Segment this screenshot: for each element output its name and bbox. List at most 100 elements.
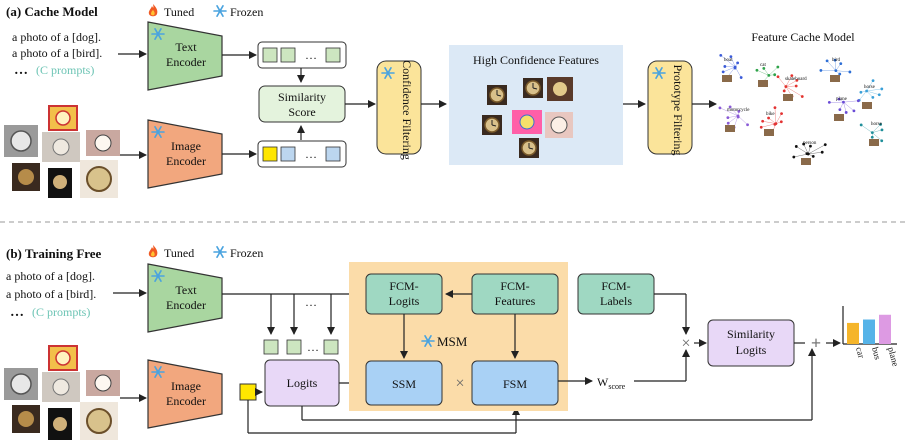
image-feature-cell bbox=[239, 383, 257, 401]
cluster-point bbox=[761, 119, 765, 123]
prototype-filtering-box bbox=[647, 60, 693, 155]
cluster-thumbnail bbox=[725, 125, 735, 132]
high-confidence-features-title: High Confidence Features bbox=[473, 53, 599, 67]
feature-cache-scatter: boatcatbirdskateboardhorseplanemotorcycl… bbox=[718, 53, 884, 165]
cluster-point bbox=[718, 106, 722, 110]
cluster-edge bbox=[858, 90, 867, 101]
cluster-point bbox=[746, 123, 749, 127]
cluster-point bbox=[800, 95, 804, 98]
fsm-box bbox=[471, 360, 559, 406]
cluster-edge bbox=[719, 107, 739, 117]
cluster-edge bbox=[826, 60, 837, 71]
cluster-point bbox=[838, 72, 842, 76]
cluster-point bbox=[790, 74, 794, 78]
cluster-point bbox=[736, 61, 740, 65]
cluster-label: horse bbox=[871, 122, 883, 127]
legend-frozen: Frozen bbox=[230, 5, 263, 19]
cluster-point bbox=[825, 59, 829, 63]
cluster-thumbnail bbox=[801, 158, 811, 165]
cluster-point bbox=[820, 150, 824, 154]
cluster-point bbox=[776, 65, 780, 69]
cluster-edge bbox=[872, 124, 881, 133]
feature-cell bbox=[325, 47, 341, 63]
cluster-edge bbox=[843, 100, 859, 103]
cluster-thumbnail bbox=[834, 114, 844, 121]
bar-label-car: car bbox=[854, 346, 867, 359]
cluster-edge bbox=[866, 88, 882, 92]
cluster-edge bbox=[724, 66, 736, 68]
section-label-cache-model: (a) Cache Model bbox=[6, 4, 98, 19]
cluster-point bbox=[839, 62, 843, 66]
cluster-edge bbox=[737, 115, 748, 125]
w-score-label: Wscore bbox=[597, 375, 626, 391]
snowflake-icon bbox=[213, 246, 227, 259]
feature-cell bbox=[286, 339, 302, 355]
cluster-edge bbox=[835, 70, 850, 73]
cluster-label: skateboard bbox=[785, 77, 807, 82]
image-encoder-label: Encoder bbox=[166, 394, 206, 408]
prompt-ellipsis: … bbox=[10, 305, 24, 320]
bar-car bbox=[847, 322, 859, 344]
feature-cell bbox=[280, 47, 296, 63]
image-encoder bbox=[147, 119, 223, 189]
cluster-edge bbox=[727, 115, 739, 118]
cluster-point bbox=[767, 73, 771, 77]
cluster-point bbox=[880, 87, 884, 91]
cluster-point bbox=[726, 116, 730, 119]
msm-label: MSM bbox=[437, 334, 468, 349]
high-confidence-image-collage bbox=[481, 77, 573, 159]
cluster-point bbox=[865, 89, 869, 93]
similarity-score-label: Score bbox=[288, 105, 315, 119]
cluster-label: person bbox=[803, 141, 817, 146]
similarity-logits-label: Similarity bbox=[727, 327, 775, 341]
cluster-edge bbox=[808, 151, 823, 155]
confidence-filtering-label: Confidence Filtering bbox=[400, 60, 414, 160]
cluster-point bbox=[838, 108, 842, 112]
cluster-edge bbox=[723, 66, 736, 73]
ssm-box bbox=[365, 360, 443, 406]
cluster-point bbox=[848, 70, 852, 74]
plus-symbol: + bbox=[811, 333, 821, 353]
cluster-edge bbox=[843, 102, 847, 113]
text-encoder-label: Text bbox=[175, 40, 197, 54]
cluster-point bbox=[871, 95, 875, 99]
cluster-edge bbox=[728, 115, 739, 124]
cluster-point bbox=[877, 93, 881, 97]
cluster-point bbox=[859, 90, 863, 94]
cluster-edge bbox=[777, 76, 787, 87]
bar-plane bbox=[879, 314, 891, 344]
feature-ellipsis: … bbox=[305, 147, 317, 161]
fcm-features-label: FCM- bbox=[500, 279, 529, 293]
fcm-logits-label: Logits bbox=[389, 294, 420, 308]
prompt-bird: a photo of a [bird]. bbox=[12, 46, 102, 60]
cluster-edge bbox=[866, 80, 874, 92]
cluster-point bbox=[782, 89, 786, 93]
feature-cell bbox=[325, 146, 341, 162]
similarity-logits-label: Logits bbox=[736, 343, 767, 357]
cluster-edge bbox=[768, 66, 779, 76]
cluster-thumbnail bbox=[862, 102, 872, 109]
cluster-thumbnail bbox=[764, 129, 774, 136]
snowflake-icon bbox=[213, 5, 227, 18]
cluster-point bbox=[805, 152, 809, 156]
image-encoder-label: Image bbox=[171, 139, 201, 153]
cluster-edge bbox=[785, 80, 797, 87]
cluster-point bbox=[795, 78, 799, 82]
cluster-point bbox=[856, 99, 860, 103]
prompt-dog: a photo of a [dog]. bbox=[12, 30, 101, 44]
text-encoder-label: Text bbox=[175, 283, 197, 297]
cluster-label: plane bbox=[836, 97, 848, 102]
cluster-thumbnail bbox=[758, 80, 768, 87]
cluster-point bbox=[859, 123, 863, 127]
ssm-label: SSM bbox=[392, 377, 416, 391]
feature-cell bbox=[262, 146, 278, 162]
cluster-point bbox=[759, 125, 763, 129]
image-encoder-label: Encoder bbox=[166, 154, 206, 168]
text-encoder-label: Encoder bbox=[166, 298, 206, 312]
cluster-point bbox=[870, 135, 874, 139]
cluster-point bbox=[844, 111, 848, 114]
feature-cell bbox=[280, 146, 296, 162]
legend-frozen: Frozen bbox=[230, 246, 263, 260]
bar-label-bus: bus bbox=[870, 346, 883, 361]
cluster-edge bbox=[872, 132, 882, 141]
